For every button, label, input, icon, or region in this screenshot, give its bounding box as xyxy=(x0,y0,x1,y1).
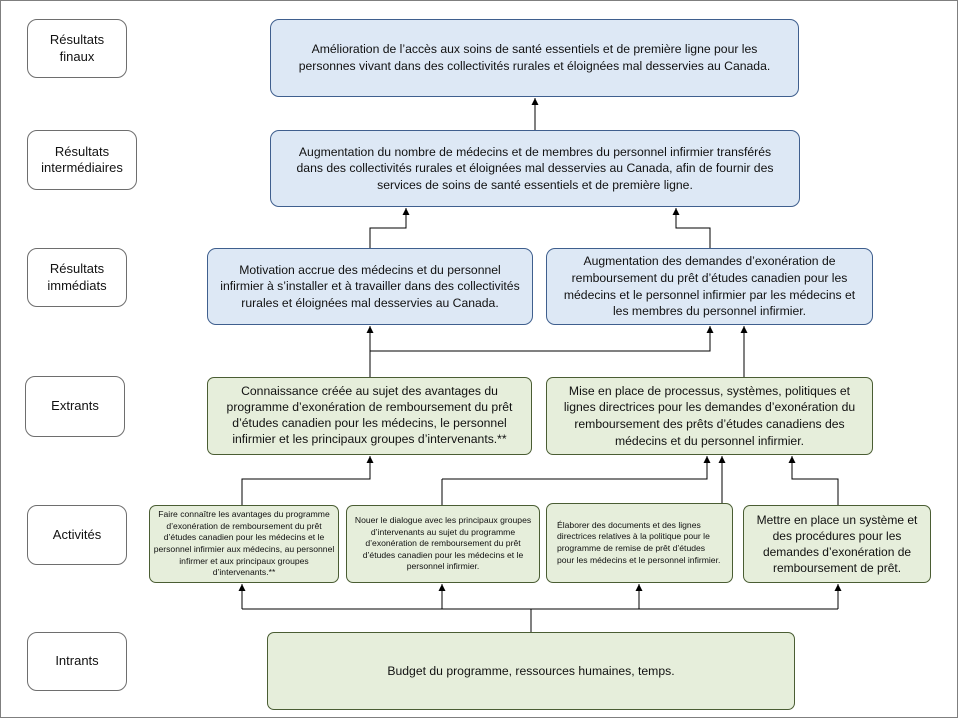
row-label-final-outcomes: Résultats finaux xyxy=(27,19,127,78)
connector-immediate-left-intermediate xyxy=(369,208,410,248)
connector-output-left-immediate-right xyxy=(370,326,714,352)
final-outcome-box: Amélioration de l’accès aux soins de san… xyxy=(270,19,799,97)
immediate-outcome-left-box: Motivation accrue des médecins et du per… xyxy=(207,248,533,325)
row-label-intermediate-outcomes: Résultats intermédiaires xyxy=(27,130,137,190)
connector-activity-2-output-right xyxy=(442,456,711,480)
activity-2-box: Nouer le dialogue avec les principaux gr… xyxy=(346,505,540,583)
output-right-box: Mise en place de processus, systèmes, po… xyxy=(546,377,873,455)
row-label-inputs: Intrants xyxy=(27,632,127,691)
row-label-activities: Activités xyxy=(27,505,127,565)
immediate-outcome-right-box: Augmentation des demandes d’exonération … xyxy=(546,248,873,325)
inputs-box: Budget du programme, ressources humaines… xyxy=(267,632,795,710)
row-label-immediate-outcomes: Résultats immédiats xyxy=(27,248,127,307)
activity-4-box: Mettre en place un système et des procéd… xyxy=(743,505,931,583)
activity-1-box: Faire connaître les avantages du program… xyxy=(149,505,339,583)
output-left-box: Connaissance créée au sujet des avantage… xyxy=(207,377,532,455)
connector-immediate-right-intermediate xyxy=(672,208,711,248)
intermediate-outcome-box: Augmentation du nombre de médecins et de… xyxy=(270,130,800,207)
activity-3-box: Élaborer des documents et des lignes dir… xyxy=(546,503,733,583)
row-label-outputs: Extrants xyxy=(25,376,125,437)
connector-activity-1-output-left xyxy=(241,456,374,505)
connector-activity-4-output-right xyxy=(788,456,839,505)
